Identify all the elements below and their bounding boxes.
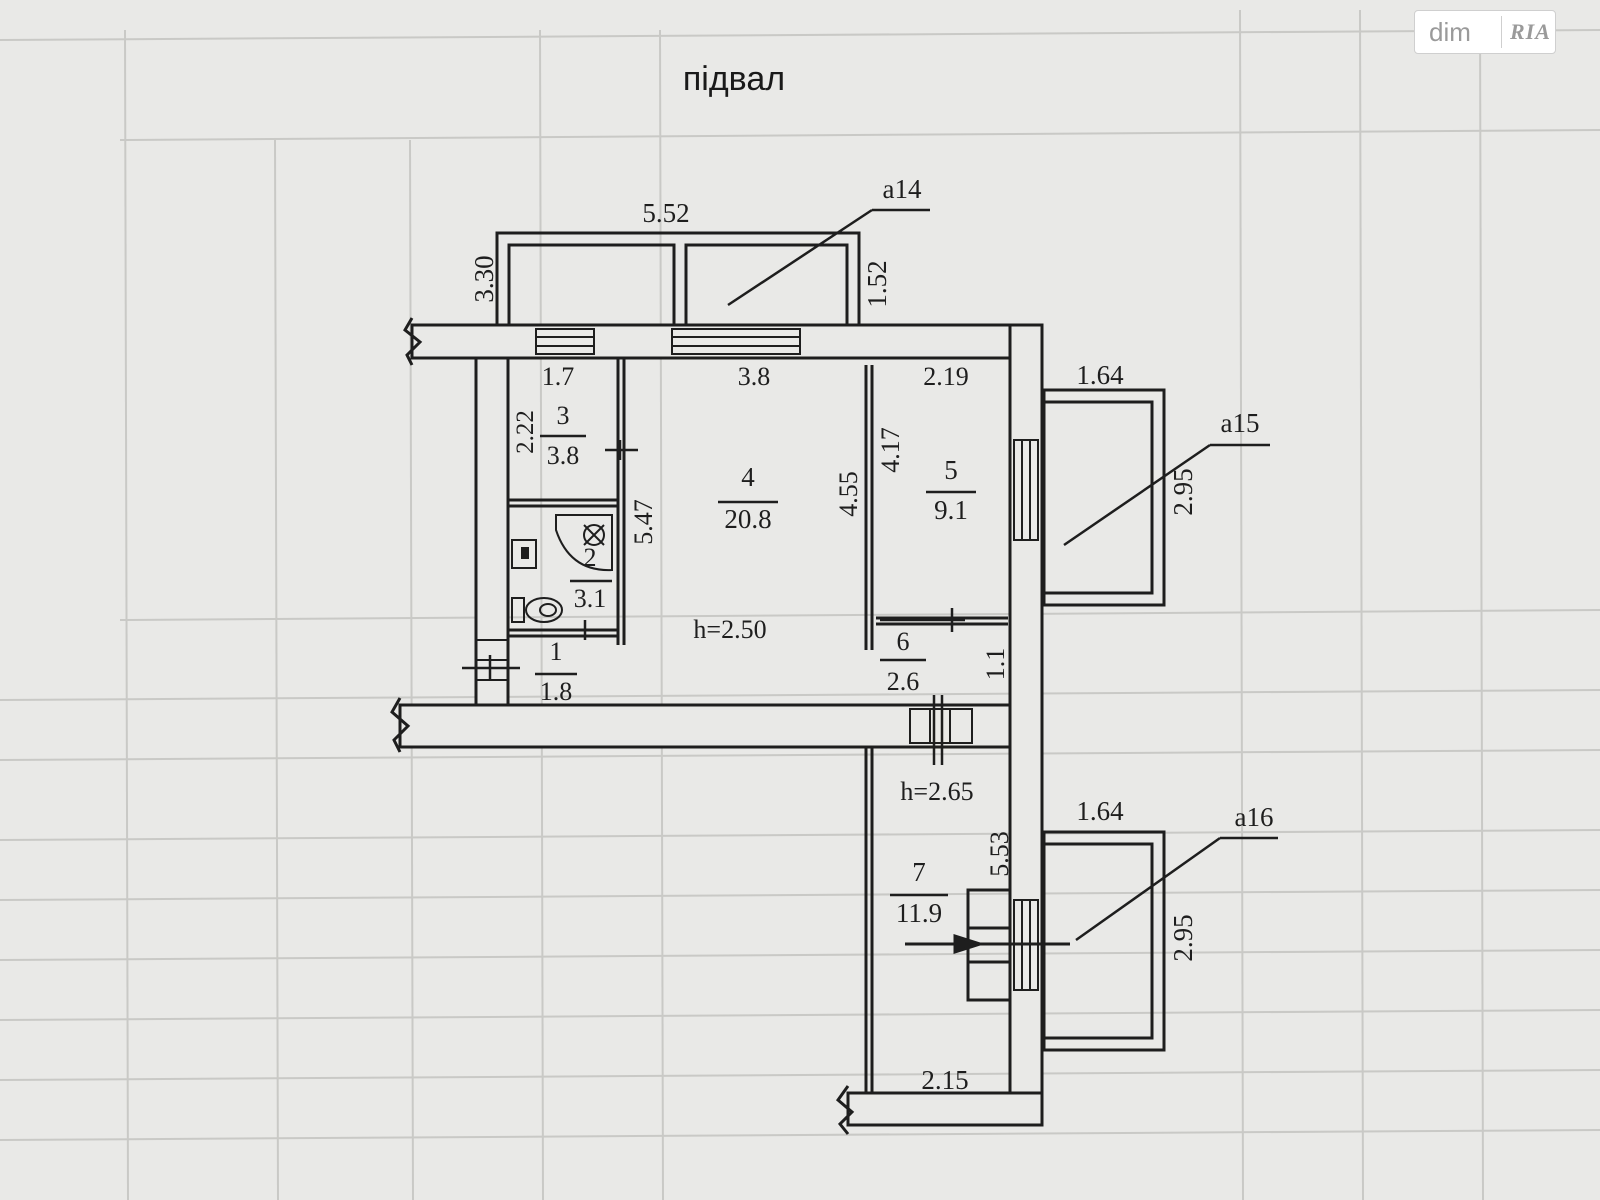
- dimension-1-1: 1.1: [981, 648, 1010, 681]
- dimension-2-95-upper: 2.95: [1168, 468, 1198, 515]
- stair-rungs: [476, 639, 508, 681]
- entrance-stair: [905, 888, 1070, 1002]
- watermark-logo: RIA: [1510, 19, 1551, 44]
- dimension-4-55: 4.55: [834, 471, 863, 517]
- room-1-number: 1: [550, 637, 563, 666]
- dimension-2-22: 2.22: [512, 410, 539, 454]
- balcony-a16-label: а16: [1235, 802, 1274, 832]
- dimension-5-47: 5.47: [629, 499, 658, 545]
- dimension-1-52: 1.52: [862, 260, 892, 307]
- area-fraction-lines: [535, 434, 976, 897]
- dimension-1-7: 1.7: [542, 362, 575, 391]
- dimension-2-19: 2.19: [923, 362, 969, 391]
- watermark-divider: [1501, 16, 1502, 48]
- dimension-1-64-lower: 1.64: [1076, 796, 1124, 826]
- balcony-a15: [1042, 388, 1166, 607]
- balcony-a14: [495, 231, 861, 327]
- room-7-number: 7: [912, 857, 926, 887]
- room-6-area: 2.6: [887, 667, 920, 696]
- ceiling-height-lower: h=2.65: [900, 777, 973, 806]
- dimension-3-8: 3.8: [738, 362, 771, 391]
- room-3-area: 3.8: [547, 441, 580, 470]
- balcony-a15-label: а15: [1221, 408, 1260, 438]
- dimension-5-52: 5.52: [642, 198, 689, 228]
- watermark-brand: dim: [1429, 16, 1471, 47]
- dimension-5-53: 5.53: [985, 831, 1014, 877]
- dimension-4-17: 4.17: [876, 427, 905, 473]
- ceiling-height-main: h=2.50: [693, 615, 766, 644]
- room-2-number: 2: [584, 543, 597, 572]
- bathroom-fixtures: [511, 514, 613, 623]
- leader-lines: [727, 208, 1278, 942]
- windows: [535, 328, 1039, 991]
- room-5-number: 5: [944, 455, 958, 485]
- watermark-badge: dim RIA: [1414, 10, 1556, 54]
- dimension-1-64-upper: 1.64: [1076, 360, 1124, 390]
- paper-table-grid: [0, 9, 1600, 1200]
- interior-walls: [474, 356, 1008, 1093]
- room-3-number: 3: [557, 401, 570, 430]
- dimension-2-15: 2.15: [921, 1065, 968, 1095]
- room-6-number: 6: [897, 627, 910, 656]
- room-2-area: 3.1: [574, 584, 607, 613]
- room-7-area: 11.9: [896, 898, 942, 928]
- room-5-area: 9.1: [934, 495, 968, 525]
- page-title: підвал: [683, 60, 785, 98]
- dimension-2-95-lower: 2.95: [1168, 914, 1198, 961]
- room-1-area: 1.8: [540, 677, 573, 706]
- balcony-a14-label: а14: [883, 174, 922, 204]
- wall-break-marks: [390, 317, 855, 1135]
- room-4-number: 4: [741, 462, 755, 492]
- room-4-area: 20.8: [724, 504, 771, 534]
- balcony-a16: [1042, 830, 1166, 1052]
- dimension-3-30: 3.30: [469, 255, 499, 302]
